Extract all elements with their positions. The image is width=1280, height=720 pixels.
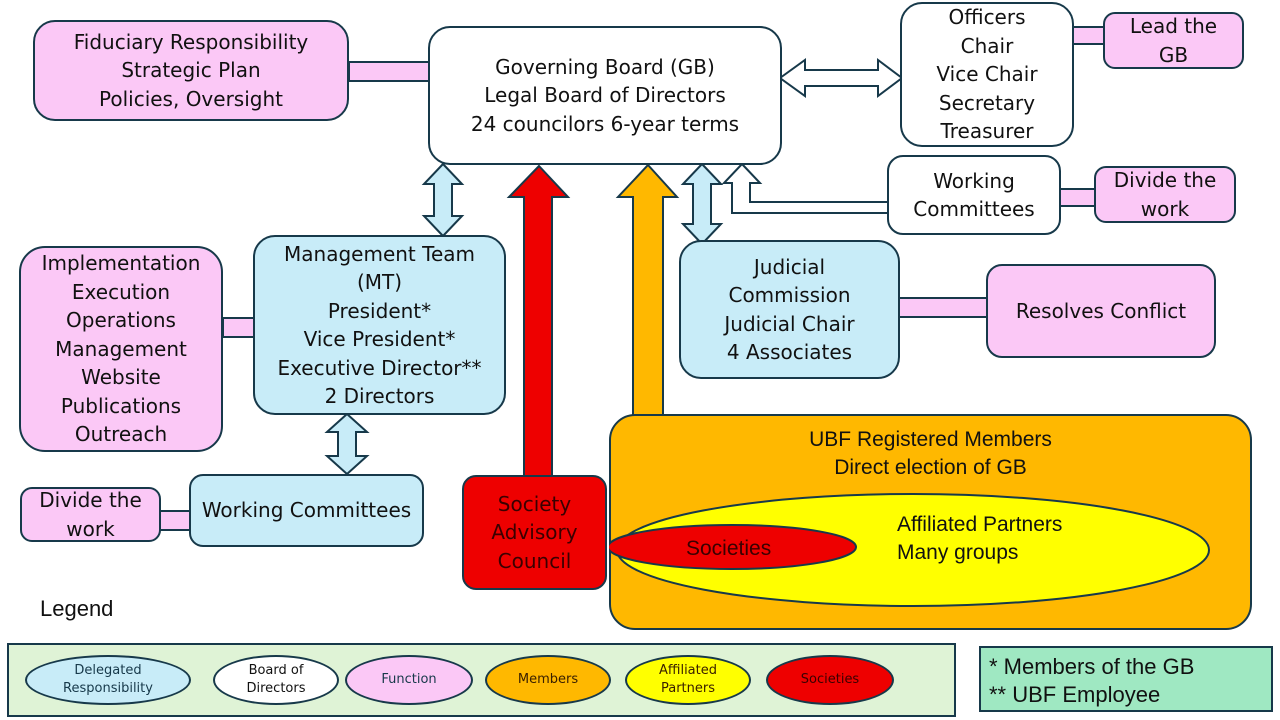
management-line-6: 2 Directors — [324, 384, 435, 408]
registered-members-line-2: Direct election of GB — [834, 456, 1027, 479]
management-line-5: Executive Director** — [277, 355, 482, 380]
registered-members-line-1: UBF Registered Members — [809, 428, 1052, 451]
double-arrow-gb-officers — [778, 58, 904, 98]
implementation-line-2: Execution — [71, 279, 171, 304]
legend-delegated-line-1: Delegated — [74, 663, 142, 678]
legend-function-line-1: Function — [381, 672, 437, 687]
implementation-line-3: Operations — [66, 308, 176, 333]
legend-societies-line-1: Societies — [800, 672, 860, 687]
double-arrow-mt-committees — [324, 412, 370, 476]
management-line-4: Vice President* — [303, 327, 456, 351]
gb-divide-work-line-1: Divide the — [1113, 168, 1217, 192]
connector-officers-lead — [1072, 26, 1105, 45]
implementation-line-7: Outreach — [74, 422, 168, 447]
mt-working-committees-box: Working Committees — [189, 474, 424, 547]
mt-working-committees-label: Working Committees — [201, 498, 412, 523]
legend-item-function: Function — [345, 655, 473, 705]
legend-item-members: Members — [485, 655, 611, 705]
resolves-conflict-box: Resolves Conflict — [986, 264, 1216, 358]
implementation-line-1: Implementation — [41, 251, 201, 276]
governing-board-box: Governing Board (GB) Legal Board of Dire… — [428, 26, 782, 165]
legend-members-line-1: Members — [517, 672, 579, 687]
management-line-1: Management Team — [284, 241, 475, 266]
management-line-3: President* — [327, 298, 432, 323]
fiduciary-line-3: Policies, Oversight — [99, 86, 283, 111]
legend-item-board: Board of Directors — [213, 655, 339, 705]
society-advisory-council-box: Society Advisory Council — [462, 475, 607, 590]
lead-gb-box: Lead the GB — [1103, 12, 1244, 69]
gb-divide-work-box: Divide the work — [1094, 166, 1236, 223]
management-line-2: (MT) — [356, 270, 403, 294]
gb-working-committees-box: Working Committees — [887, 155, 1061, 235]
connector-judicial-resolves — [898, 297, 988, 318]
arrow-committees-to-gb — [721, 162, 889, 214]
officers-title: Officers — [948, 5, 1026, 30]
implementation-line-4: Management — [55, 336, 187, 361]
affiliated-partners-line-1: Affiliated Partners — [897, 513, 1063, 536]
fiduciary-box: Fiduciary Responsibility Strategic Plan … — [33, 20, 349, 121]
society-council-line-2: Advisory — [491, 520, 578, 545]
legend-item-affiliated: Affiliated Partners — [625, 655, 751, 705]
mt-divide-work-box: Divide the work — [20, 487, 161, 542]
connector-mtcommittees-divide — [159, 510, 192, 531]
implementation-line-6: Publications — [60, 393, 182, 418]
legend-item-delegated: Delegated Responsibility — [25, 655, 191, 705]
legend-affiliated-line-1: Affiliated — [659, 663, 717, 678]
affiliated-partners-label: Affiliated Partners Many groups — [897, 511, 1062, 567]
fiduciary-line-1: Fiduciary Responsibility — [73, 29, 309, 54]
resolves-conflict-label: Resolves Conflict — [1015, 298, 1187, 323]
member-ellipses — [609, 493, 1210, 607]
officers-secretary: Secretary — [938, 90, 1036, 115]
judicial-line-1: Judicial — [753, 254, 826, 279]
mt-divide-work-line-2: work — [66, 516, 115, 541]
registered-members-title: UBF Registered Members Direct election o… — [611, 426, 1250, 482]
management-team-box: Management Team (MT) President* Vice Pre… — [253, 235, 506, 415]
officers-chair: Chair — [960, 33, 1014, 58]
gb-working-committees-line-1: Working — [933, 168, 1015, 193]
legend-title: Legend — [40, 596, 114, 621]
legend-box: Delegated Responsibility Board of Direct… — [7, 643, 956, 717]
arrow-members-to-gb — [615, 163, 680, 417]
governing-board-subtitle: Legal Board of Directors — [484, 83, 726, 108]
societies-ellipse — [609, 524, 857, 570]
legend-board-line-1: Board of — [248, 663, 304, 678]
legend-delegated-line-2: Responsibility — [63, 681, 153, 696]
implementation-line-5: Website — [81, 365, 161, 390]
society-council-line-3: Council — [497, 548, 572, 573]
officers-vice-chair: Vice Chair — [936, 62, 1038, 87]
connector-implementation-mt — [222, 317, 255, 338]
connector-committees-divide — [1059, 188, 1096, 207]
mt-divide-work-line-1: Divide the — [39, 488, 142, 512]
lead-gb-line-2: GB — [1158, 42, 1189, 67]
officers-treasurer: Treasurer — [940, 119, 1034, 144]
judicial-line-2: Commission — [728, 283, 851, 307]
judicial-line-3: Judicial Chair — [724, 311, 855, 336]
notes-box: * Members of the GB ** UBF Employee — [979, 646, 1273, 712]
double-arrow-gb-judicial — [680, 162, 724, 246]
connector-fiduciary-gb — [348, 61, 431, 82]
fiduciary-line-2: Strategic Plan — [121, 58, 261, 83]
judicial-line-4: 4 Associates — [726, 340, 853, 364]
implementation-box: Implementation Execution Operations Mana… — [19, 246, 223, 452]
officers-box: Officers Chair Vice Chair Secretary Trea… — [900, 2, 1074, 147]
society-council-line-1: Society — [497, 491, 572, 516]
lead-gb-line-1: Lead the — [1129, 14, 1218, 38]
double-arrow-gb-mt — [421, 162, 465, 238]
affiliated-partners-line-2: Many groups — [897, 541, 1019, 564]
legend-affiliated-line-2: Partners — [660, 681, 716, 696]
legend-item-societies: Societies — [766, 655, 894, 705]
registered-members-box: UBF Registered Members Direct election o… — [609, 414, 1252, 630]
governing-board-terms: 24 councilors 6-year terms — [470, 111, 740, 136]
note-gb-members: * Members of the GB — [989, 654, 1195, 679]
societies-label: Societies — [686, 537, 772, 560]
governing-board-title: Governing Board (GB) — [495, 54, 715, 79]
gb-divide-work-line-2: work — [1140, 196, 1190, 221]
note-ubf-employee: ** UBF Employee — [989, 682, 1161, 707]
gb-working-committees-line-2: Committees — [913, 197, 1035, 221]
arrow-society-council-to-gb — [506, 164, 571, 477]
judicial-commission-box: Judicial Commission Judicial Chair 4 Ass… — [679, 240, 900, 379]
legend-board-line-2: Directors — [246, 681, 306, 696]
